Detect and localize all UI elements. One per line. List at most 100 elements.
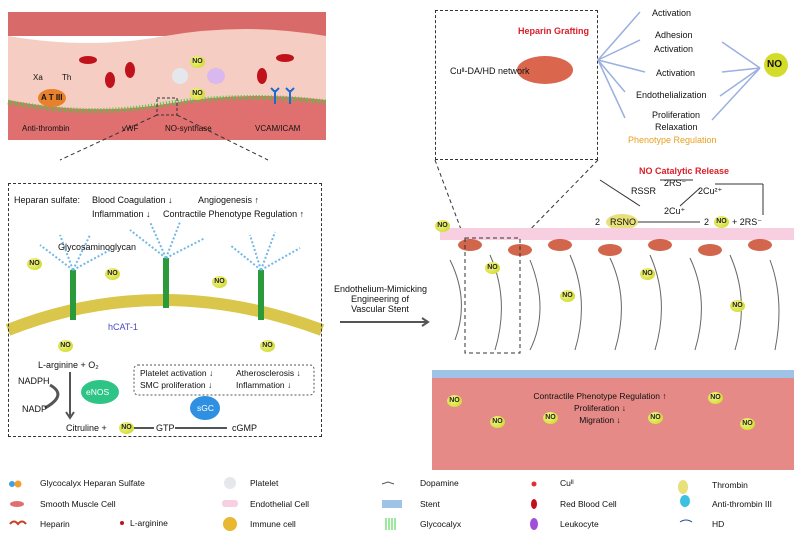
l-arginine-icon: [120, 521, 124, 525]
zoom-lines: [434, 159, 599, 241]
proteoglycan-core: [258, 270, 264, 320]
callout-inflammation: Inflammation ↓: [236, 380, 292, 390]
legend-platelet: Platelet: [250, 478, 279, 488]
catalysis-arrows: [599, 179, 764, 223]
sgc-label: sGC: [197, 403, 214, 413]
heparin-icon: [9, 520, 27, 526]
red-blood-cell: [79, 56, 97, 64]
red-blood-cell: [125, 62, 135, 78]
cofactor-arrow: [44, 383, 60, 410]
legend-leukocyte: Leukocyte: [560, 519, 599, 529]
no-badge: NO: [27, 258, 42, 270]
no-badge: NO: [190, 88, 205, 100]
effect-endothelialization: Endothelialization: [636, 90, 707, 100]
rsno-molecule: [606, 214, 638, 230]
platelet-icon: [224, 477, 236, 489]
smc-effects: Contractile Phenotype Regulation ↑ Proli…: [495, 390, 705, 426]
heparin-grafting-title: Heparin Grafting: [518, 26, 590, 36]
stent-icon: [382, 500, 402, 508]
thrombin-icon: [678, 480, 688, 494]
th-label: Th: [62, 73, 72, 82]
atiii-label: A T III: [41, 93, 63, 102]
effect-angiogenesis: Angiogenesis ↑: [198, 195, 260, 205]
no-badge: NO: [490, 416, 505, 428]
no-large-label: NO: [767, 59, 782, 70]
effect-coagulation: Blood Coagulation ↓: [92, 195, 173, 205]
citrulline-label: Citruline +: [66, 423, 107, 433]
effect-platelet-adhesion: Adhesion: [655, 30, 693, 40]
legend-glycocalyx: Glycocalyx: [420, 519, 462, 529]
cu-icon: [531, 481, 537, 487]
reaction-arrow: [65, 372, 75, 420]
callout-platelet: Platelet activation ↓: [140, 368, 214, 378]
no-large: [764, 53, 788, 77]
glycan-chains: [39, 221, 301, 271]
antithrombin-iii: [38, 89, 66, 107]
no-badge: NO: [560, 290, 575, 302]
legend-cu: Cuᴵᴵ: [560, 478, 574, 488]
heparin-molecule: [517, 56, 573, 84]
endothelial-layer: [440, 228, 794, 240]
antithrombin-icon: [680, 495, 690, 507]
endothelial-cell-icon: [222, 500, 238, 507]
callout-box: [133, 364, 315, 396]
legend-endothelial: Endothelial Cell: [250, 499, 310, 509]
effect-immune-activation: Activation: [656, 68, 696, 78]
legend-immune: Immune cell: [250, 519, 296, 529]
two-label: 2: [595, 217, 601, 227]
no-badge: NO: [58, 340, 73, 352]
heparan-sulfate-label: Heparan sulfate:: [14, 195, 81, 205]
cell-membrane: [5, 294, 325, 336]
smc-effect: Contractile Phenotype Regulation ↑: [533, 391, 667, 401]
effect-inflammation: Inflammation ↓: [92, 209, 151, 219]
two-no-label: 2: [704, 217, 710, 227]
hcat-label: hCAT-1: [108, 322, 138, 332]
legend-thrombin: Thrombin: [712, 480, 748, 490]
network-box: [435, 10, 598, 160]
effect-proliferation: Proliferation: [652, 110, 701, 120]
no-badge: NO: [212, 276, 227, 288]
legend-smc: Smooth Muscle Cell: [40, 499, 116, 509]
cu2-label: 2Cu²⁺: [698, 186, 723, 196]
legend-antithrombin: Anti-thrombin III: [712, 499, 772, 509]
xa-label: Xa: [33, 73, 43, 82]
no-badge: NO: [708, 392, 723, 404]
legend-stent: Stent: [420, 499, 440, 509]
vessel-lumen: [8, 29, 326, 110]
smc-effect: Migration ↓: [579, 415, 621, 425]
vcam-icam-receptor: [270, 87, 295, 104]
legend-heparin: Heparin: [40, 519, 70, 529]
vessel-wall-bottom: [8, 95, 326, 140]
proteoglycan-core: [163, 258, 169, 308]
no-badge: NO: [435, 220, 450, 232]
process-title: Endothelium-Mimicking Engineering of Vas…: [334, 284, 427, 314]
callout-atherosclerosis: Atherosclerosis ↓: [236, 368, 301, 378]
stent-layer: [432, 370, 794, 378]
hd-icon: [679, 519, 693, 523]
rssr-label: RSSR: [631, 186, 657, 196]
legend-rbc: Red Blood Cell: [560, 499, 617, 509]
cgmp-label: cGMP: [232, 423, 258, 433]
smc-effect: Proliferation ↓: [574, 403, 626, 413]
no-catalytic-release-title: NO Catalytic Release: [639, 166, 730, 176]
enos-label: eNOS: [86, 387, 110, 397]
rbc-icon: [531, 499, 537, 509]
legend-dopamine: Dopamine: [420, 478, 459, 488]
enos-enzyme: [81, 380, 119, 404]
process-arrow: [340, 317, 430, 327]
process-line: Engineering of: [350, 294, 410, 304]
label-no-synthase: NO-synthase: [165, 124, 212, 133]
effect-platelet-activation: Activation: [654, 44, 694, 54]
leukocyte-icon: [530, 518, 538, 530]
no-badge: NO: [485, 262, 500, 274]
sgc-enzyme: [190, 396, 220, 420]
grafted-heparin: [458, 239, 772, 256]
process-line: Vascular Stent: [351, 304, 409, 314]
callout-smc: SMC proliferation ↓: [140, 380, 213, 390]
network-label: Cuᴵᴵ-DA/HD network: [450, 66, 530, 76]
gtp-label: GTP: [156, 423, 175, 433]
no-badge: NO: [730, 300, 745, 312]
smc-icon: [10, 501, 24, 507]
no-badge: NO: [543, 412, 558, 424]
